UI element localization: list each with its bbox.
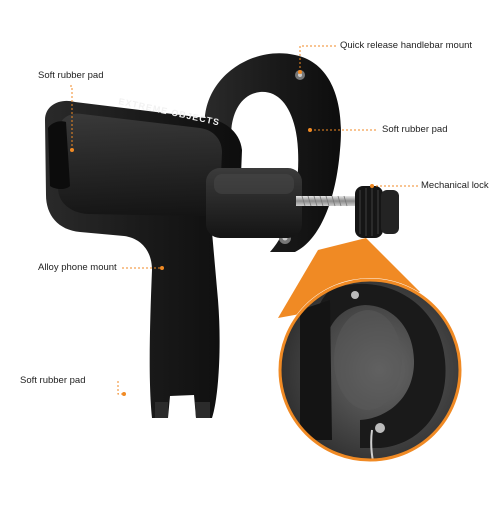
label-pad-top-left: Soft rubber pad	[38, 70, 104, 81]
label-mechanical-lock: Mechanical lock	[421, 180, 489, 191]
leader-pad-top-left	[70, 85, 73, 150]
label-pad-bottom: Soft rubber pad	[20, 375, 86, 386]
zoom-inset	[278, 278, 462, 462]
leader-pad-bottom	[117, 381, 124, 395]
leader-quick-release	[299, 45, 336, 72]
label-alloy-mount: Alloy phone mount	[38, 262, 117, 273]
lock-knob	[355, 186, 383, 238]
label-quick-release: Quick release handlebar mount	[340, 40, 473, 51]
lock-screw	[296, 196, 358, 206]
label-pad-right: Soft rubber pad	[382, 124, 448, 135]
left-rubber-pad	[48, 121, 70, 189]
